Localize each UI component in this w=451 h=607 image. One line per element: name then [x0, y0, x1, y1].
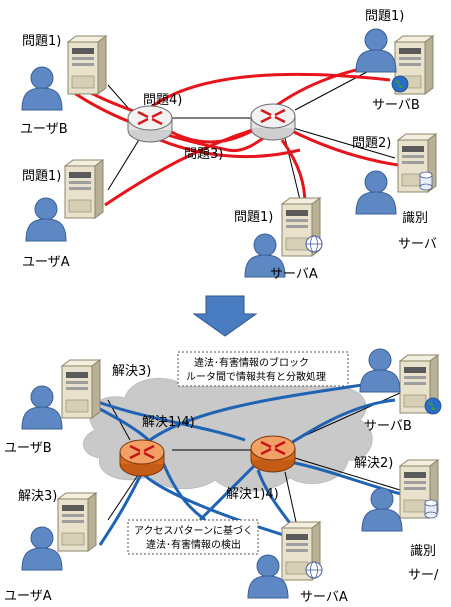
node-label: サーバ [398, 237, 437, 252]
user-icon [21, 66, 63, 111]
user-icon [25, 197, 67, 242]
server-icon [61, 359, 101, 419]
solution-label: 解決2) [354, 456, 393, 471]
cylinder-icon [424, 499, 438, 519]
solution-label: 解決1)4) [142, 415, 195, 430]
user-icon [21, 526, 63, 571]
router-icon [126, 104, 174, 144]
note-box-detect: アクセスパターンに基づく 違法･有害情報の検出 [127, 519, 259, 555]
cylinder-icon [419, 171, 433, 191]
solution-label: 解決3) [112, 364, 151, 379]
problem-label: 問題1) [234, 210, 273, 225]
globe-outline-icon [305, 561, 323, 579]
problem-label: 問題1) [22, 34, 61, 49]
node-label: ユーザA [4, 589, 52, 604]
note-text: ルータ間で情報共有と分散処理 [186, 370, 326, 383]
problem-label: 問題1) [365, 9, 404, 24]
node-label: ユーザA [22, 255, 70, 270]
note-text: 違法･有害情報の検出 [146, 538, 241, 551]
node-label: ユーザB [20, 122, 68, 137]
problem-label: 問題1) [22, 169, 61, 184]
bottom-network: 違法･有害情報のブロック ルータ間で情報共有と分散処理 アクセスパターンに基づく… [4, 348, 442, 605]
top-network: 問題1) 問題1) 問題4) 問題3) 問題2) 問題1) 問題1) ユーザB … [20, 9, 437, 282]
server-icon [67, 35, 107, 95]
globe-outline-icon [305, 235, 323, 253]
user-icon [359, 348, 401, 393]
problem-label: 問題2) [352, 136, 391, 151]
router-icon [249, 434, 297, 474]
down-arrow-icon [192, 295, 258, 337]
node-label: サーバA [270, 267, 318, 282]
node-label: サーバB [364, 419, 412, 434]
bottom-links [107, 392, 401, 541]
user-icon [355, 28, 397, 73]
user-icon [355, 170, 397, 215]
user-icon [361, 487, 403, 532]
node-label: 識別 [402, 211, 428, 226]
problem-label: 問題4) [143, 93, 182, 108]
node-label: サー/ [408, 568, 439, 583]
router-icon [118, 438, 166, 478]
note-box-block: 違法･有害情報のブロック ルータ間で情報共有と分散処理 [177, 351, 349, 387]
node-label: ユーザB [4, 441, 52, 456]
attack-lines [69, 60, 399, 207]
user-icon [21, 385, 63, 430]
note-text: アクセスパターンに基づく [134, 524, 253, 537]
node-label: 識別 [410, 544, 436, 559]
server-icon [57, 492, 97, 552]
node-label: サーバB [372, 98, 420, 113]
server-icon [64, 159, 104, 219]
node-label: サーバA [300, 590, 348, 605]
note-text: 違法･有害情報のブロック [194, 356, 309, 369]
router-icon [249, 102, 297, 142]
globe-icon [424, 397, 442, 415]
problem-label: 問題3) [184, 147, 223, 162]
globe-icon [391, 75, 409, 93]
solution-label: 解決3) [18, 489, 57, 504]
solution-label: 解決1)4) [226, 487, 279, 502]
